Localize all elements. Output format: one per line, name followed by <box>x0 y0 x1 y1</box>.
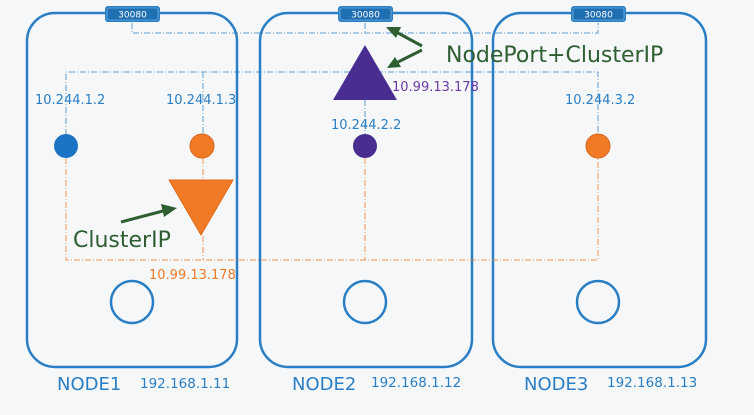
clusterip-wiring <box>65 158 599 261</box>
node2-name: NODE2 <box>292 374 356 395</box>
node3-name: NODE3 <box>524 374 588 395</box>
pod-10-244-1-3[interactable] <box>189 133 215 159</box>
node2-port-label: 30080 <box>351 11 380 21</box>
clusterip-service-triangle[interactable] <box>168 179 234 236</box>
node2-ip: 192.168.1.12 <box>371 375 461 391</box>
nodeport-service-label: NodePort+ClusterIP <box>446 43 663 68</box>
nodeport-service-ip: 10.99.13.178 <box>392 80 479 95</box>
node3-port-badge[interactable]: 30080 <box>571 6 626 22</box>
nodeport-arrows <box>386 27 423 68</box>
nodeport-service-triangle[interactable] <box>333 45 397 100</box>
node1-name: NODE1 <box>57 374 121 395</box>
node2-port-badge[interactable]: 30080 <box>338 6 393 22</box>
pod-10-244-3-2[interactable] <box>585 133 611 159</box>
pod-ip-label: 10.244.3.2 <box>565 93 635 108</box>
node3-port-label: 30080 <box>584 11 613 21</box>
node1-port-badge[interactable]: 30080 <box>105 6 160 22</box>
node1-entry-circle[interactable] <box>109 279 155 325</box>
pod-ip-label: 10.244.2.2 <box>331 118 401 133</box>
clusterip-arrow <box>120 204 177 224</box>
node1-port-label: 30080 <box>118 11 147 21</box>
clusterip-service-label: ClusterIP <box>73 228 171 253</box>
node3-ip: 192.168.1.13 <box>607 375 697 391</box>
pod-10-244-2-2[interactable] <box>353 134 377 158</box>
node3-entry-circle[interactable] <box>575 279 621 325</box>
node2-entry-circle[interactable] <box>342 279 388 325</box>
nodeport-wiring <box>65 23 599 135</box>
node1-ip: 192.168.1.11 <box>140 376 230 392</box>
pod-10-244-1-2[interactable] <box>54 134 78 158</box>
clusterip-service-ip: 10.99.13.178 <box>149 268 236 283</box>
pod-ip-label: 10.244.1.2 <box>35 93 105 108</box>
pod-ip-label: 10.244.1.3 <box>166 93 236 108</box>
